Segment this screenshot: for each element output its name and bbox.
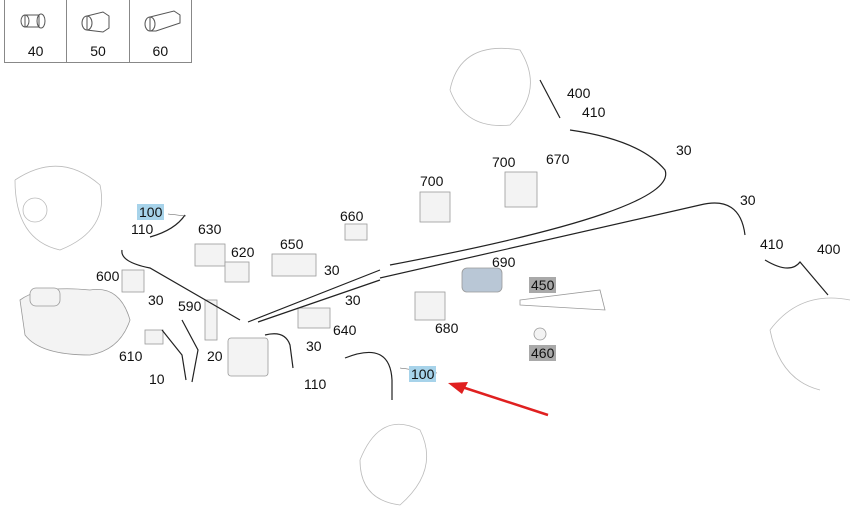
callout-30[interactable]: 30 [324, 262, 340, 278]
brake-hose-400-rear [539, 79, 561, 119]
callout-410[interactable]: 410 [582, 104, 606, 120]
callout-400[interactable]: 400 [817, 241, 841, 257]
callout-400[interactable]: 400 [567, 85, 591, 101]
callout-410[interactable]: 410 [760, 236, 784, 252]
callout-600[interactable]: 600 [96, 268, 120, 284]
callout-30[interactable]: 30 [740, 192, 756, 208]
callout-30[interactable]: 30 [148, 292, 164, 308]
hex-connector-icon [144, 10, 181, 32]
callout-680[interactable]: 680 [435, 320, 459, 336]
arrow-shaft [461, 385, 549, 417]
bolt-460 [533, 327, 547, 341]
brake-line-30-long [379, 202, 746, 279]
rear-left-disc-outline [449, 47, 531, 126]
rear-right-disc-outline [769, 297, 851, 391]
part-680 [414, 291, 446, 321]
union-nut-icon [20, 13, 46, 29]
legend-cell-60[interactable]: 60 [130, 0, 191, 62]
part-700b [504, 171, 538, 208]
brake-line-20 [181, 319, 199, 383]
callout-610[interactable]: 610 [119, 348, 143, 364]
red-pointer-arrow [448, 382, 549, 417]
brake-line-10 [161, 329, 187, 381]
callout-620[interactable]: 620 [231, 244, 255, 260]
part-630 [194, 243, 226, 267]
brake-hose-400-right [764, 259, 829, 296]
arrow-head [448, 382, 468, 394]
callout-10[interactable]: 10 [149, 371, 165, 387]
callout-460[interactable]: 460 [529, 345, 557, 361]
callout-640[interactable]: 640 [333, 322, 357, 338]
hub-outline [22, 197, 48, 223]
callout-590[interactable]: 590 [178, 298, 202, 314]
bracket-450 [519, 289, 606, 311]
callout-30[interactable]: 30 [306, 338, 322, 354]
callout-110[interactable]: 110 [304, 376, 327, 392]
part-610 [144, 329, 164, 345]
callout-100[interactable]: 100 [137, 204, 165, 220]
callout-450[interactable]: 450 [529, 277, 557, 293]
fittings-legend: 40 50 60 [4, 0, 192, 63]
part-700a [419, 191, 451, 223]
callout-690[interactable]: 690 [492, 254, 516, 270]
brake-line-30-left [121, 249, 241, 321]
legend-number: 60 [152, 43, 169, 59]
callout-110[interactable]: 110 [131, 221, 154, 237]
part-640 [297, 307, 331, 329]
callout-650[interactable]: 650 [280, 236, 304, 252]
callout-700[interactable]: 700 [420, 173, 444, 189]
brake-hose-100 [344, 351, 393, 400]
front-right-disc-outline [359, 423, 427, 506]
part-660 [344, 223, 368, 241]
brake-line-30-mid2 [257, 279, 381, 323]
callout-100-highlighted[interactable]: 100 [409, 366, 437, 382]
callout-20[interactable]: 20 [207, 348, 223, 364]
legend-number: 50 [90, 43, 106, 59]
hex-nut-icon [81, 11, 110, 33]
part-620 [224, 261, 250, 283]
part-600 [121, 269, 145, 293]
legend-cell-50[interactable]: 50 [67, 0, 130, 62]
callout-30[interactable]: 30 [676, 142, 692, 158]
brake-line-30-upper [389, 129, 667, 266]
callout-630[interactable]: 630 [198, 221, 222, 237]
front-left-disc-outline [14, 165, 102, 251]
part-690 [461, 267, 503, 293]
callout-670[interactable]: 670 [546, 151, 570, 167]
callout-660[interactable]: 660 [340, 208, 364, 224]
bracket-590 [204, 299, 218, 341]
abs-unit [227, 337, 269, 377]
brake-line-30-lower [264, 333, 294, 369]
brake-hose-100-left [149, 214, 186, 238]
part-650 [271, 253, 317, 277]
brake-line-30-mid [247, 269, 381, 323]
fluid-reservoir [29, 287, 61, 307]
callout-30[interactable]: 30 [345, 292, 361, 308]
callout-700[interactable]: 700 [492, 154, 516, 170]
legend-number: 40 [27, 43, 44, 59]
legend-cell-40[interactable]: 40 [5, 0, 68, 62]
